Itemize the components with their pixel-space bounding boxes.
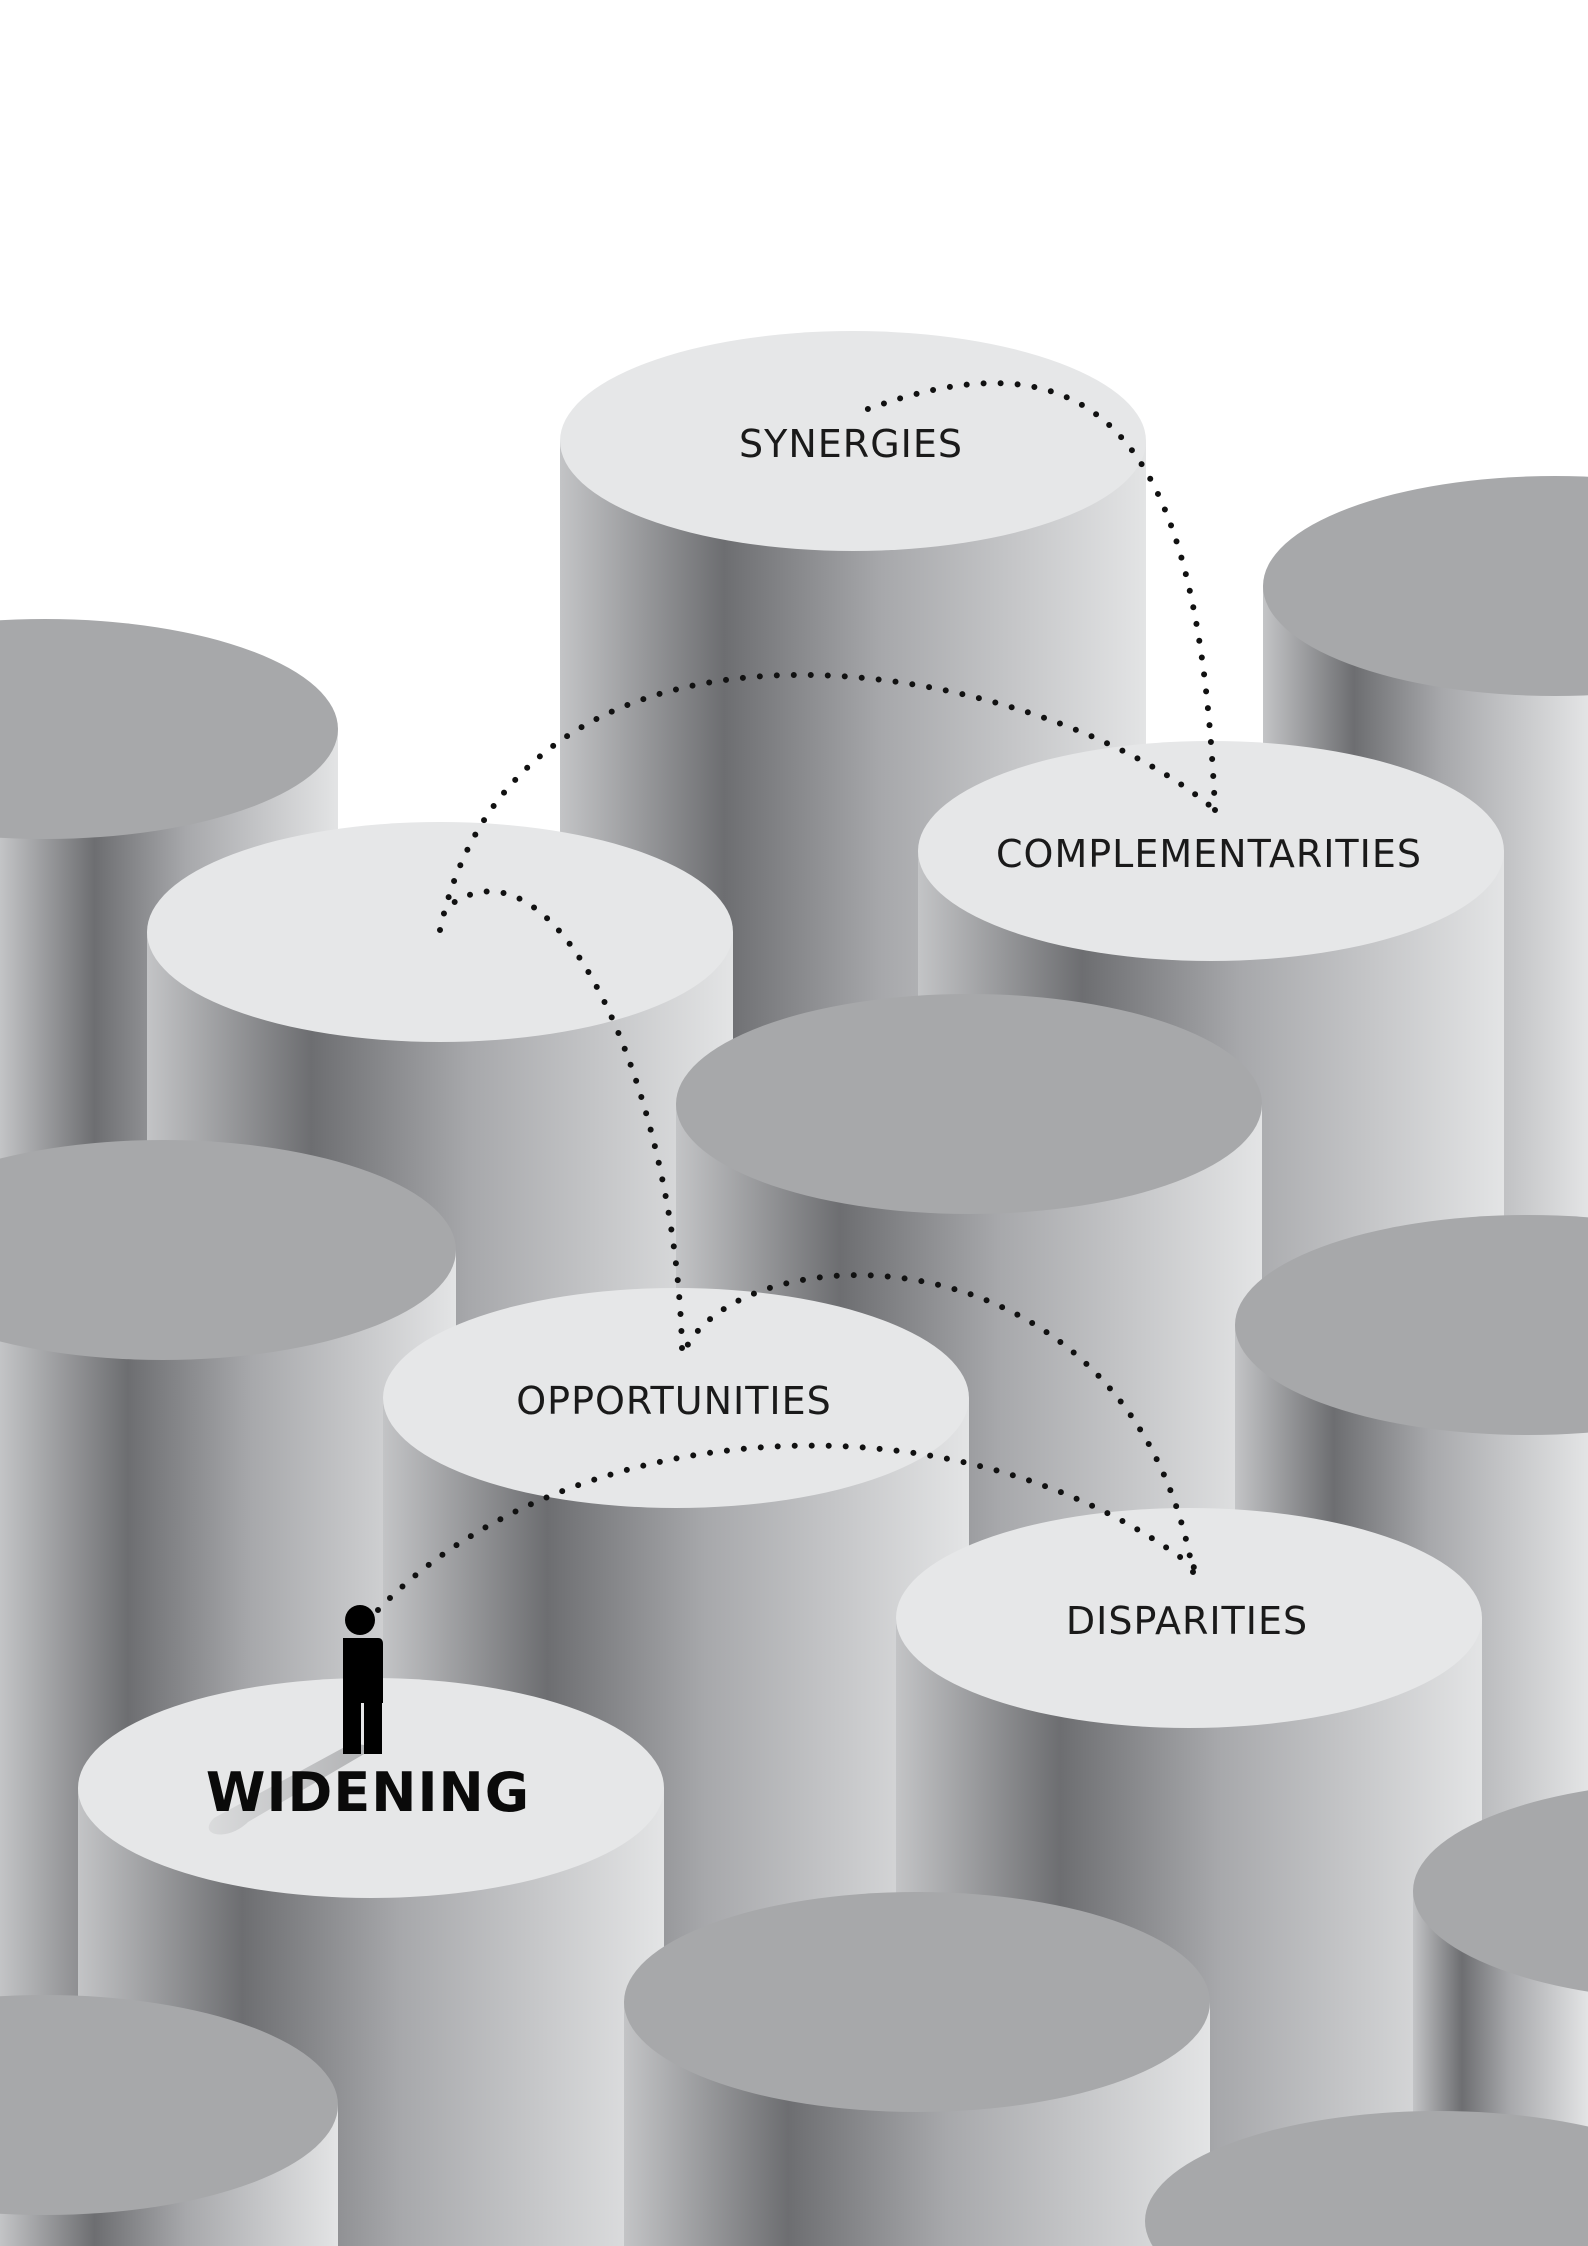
pillar-front-left	[0, 1995, 338, 2246]
journey-paths	[375, 380, 1218, 1613]
disparities-label: DISPARITIES	[1066, 1599, 1308, 1643]
synergies-label: SYNERGIES	[739, 422, 963, 466]
path-unlabeled-to-complementarities	[437, 672, 1218, 933]
pillar-front-right	[1145, 2111, 1588, 2246]
path-complementarities-to-synergies	[849, 380, 1218, 813]
path-opportunities-to-unlabeled	[443, 888, 685, 1351]
person-shadow	[208, 1743, 376, 1835]
path-disparities-to-opportunities	[681, 1272, 1196, 1575]
path-widening-to-disparities	[375, 1442, 1198, 1613]
complementarities-label: COMPLEMENTARITIES	[996, 832, 1422, 876]
person-icon	[208, 1605, 383, 1835]
widening-label: WIDENING	[206, 1761, 530, 1824]
pillar-front-center	[624, 1892, 1210, 2246]
opportunities-label: OPPORTUNITIES	[516, 1379, 832, 1423]
